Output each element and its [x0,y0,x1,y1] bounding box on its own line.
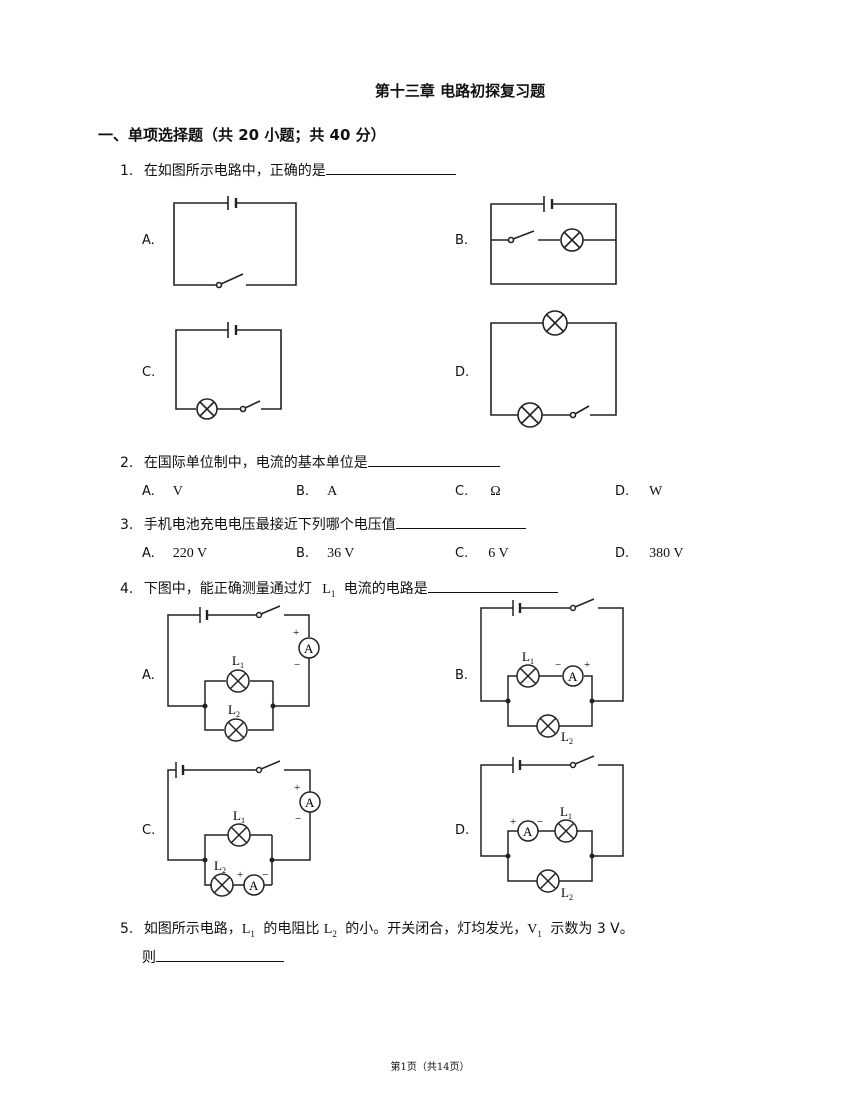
question-number: 5. [120,921,134,937]
q1-option-d[interactable]: D. [455,365,470,380]
q4-option-d[interactable]: D. [455,823,470,838]
answer-blank[interactable] [427,578,558,593]
q2-option-c[interactable]: C.Ω [455,484,501,499]
plus-sign: + [510,816,516,828]
plus-sign: + [293,627,299,639]
lamp-l2-label: L2 [214,858,226,875]
answer-blank[interactable] [395,514,526,529]
plus-sign-2: + [237,869,243,881]
lamp-l1-label: L1 [522,649,534,666]
answer-blank[interactable] [156,947,284,962]
ammeter-label-2: A [249,878,259,893]
q4-option-c[interactable]: C. [142,823,156,838]
ammeter-label: A [304,641,314,656]
lamp-l2-label: L2 [561,885,573,902]
question-text: 在如图所示电路中，正确的是 [143,163,326,179]
question-text-tail: 电流的电路是 [343,581,428,597]
question-2: 2. 在国际单位制中，电流的基本单位是 [120,452,500,472]
plus-sign: + [294,782,300,794]
lamp-l2-label: L2 [561,729,573,746]
plus-sign: + [584,659,590,671]
q2-option-b[interactable]: B.A [296,484,338,499]
question-number: 2. [120,455,134,471]
minus-sign-2: − [262,869,268,881]
question-4: 4. 下图中，能正确测量通过灯 L1 电流的电路是 [120,578,558,599]
question-text: 在国际单位制中，电流的基本单位是 [143,455,368,471]
question-text: 下图中，能正确测量通过灯 [143,581,312,597]
question-3: 3. 手机电池充电电压最接近下列哪个电压值 [120,514,526,534]
question-number: 3. [120,517,134,533]
q4-option-a[interactable]: A. [142,668,155,683]
minus-sign: − [555,659,561,671]
q1-option-a[interactable]: A. [142,233,155,248]
lamp-l1-label: L1 [560,804,572,821]
page-footer: 第1页（共14页） [390,1062,470,1073]
lamp-label: L1 [322,582,336,599]
q3-option-b[interactable]: B.36 V [296,546,355,561]
lamp-l2-label: L2 [228,702,240,719]
minus-sign: − [294,659,300,671]
question-number: 4. [120,581,134,597]
ammeter-label: A [305,795,315,810]
minus-sign: − [295,813,301,825]
q2-option-d[interactable]: D.W [615,484,663,499]
page-title: 第十三章 电路初探复习题 [374,82,546,100]
q3-option-d[interactable]: D.380 V [615,546,684,561]
q1-option-c[interactable]: C. [142,365,156,380]
minus-sign: − [537,816,543,828]
ammeter-label: A [523,824,533,839]
answer-blank[interactable] [325,160,456,175]
question-5-line2: 则 [142,947,284,967]
q1-option-b[interactable]: B. [455,233,469,248]
question-text: 手机电池充电电压最接近下列哪个电压值 [143,517,396,533]
question-1: 1. 在如图所示电路中，正确的是 [120,160,456,180]
question-number: 1. [120,163,134,179]
q3-option-a[interactable]: A.220 V [142,546,208,561]
lamp-l1-label: L1 [233,808,245,825]
answer-blank[interactable] [367,452,500,467]
q2-option-a[interactable]: A.V [142,484,183,499]
q3-option-c[interactable]: C.6 V [455,546,509,561]
q4-option-b[interactable]: B. [455,668,469,683]
lamp-l1-label: L1 [232,653,244,670]
question-5: 5. 如图所示电路，L1 的电阻比 L2 的小。开关闭合，灯均发光，V1 示数为… [120,921,634,939]
section-heading: 一、单项选择题（共 20 小题；共 40 分） [98,126,386,144]
ammeter-label: A [568,669,578,684]
